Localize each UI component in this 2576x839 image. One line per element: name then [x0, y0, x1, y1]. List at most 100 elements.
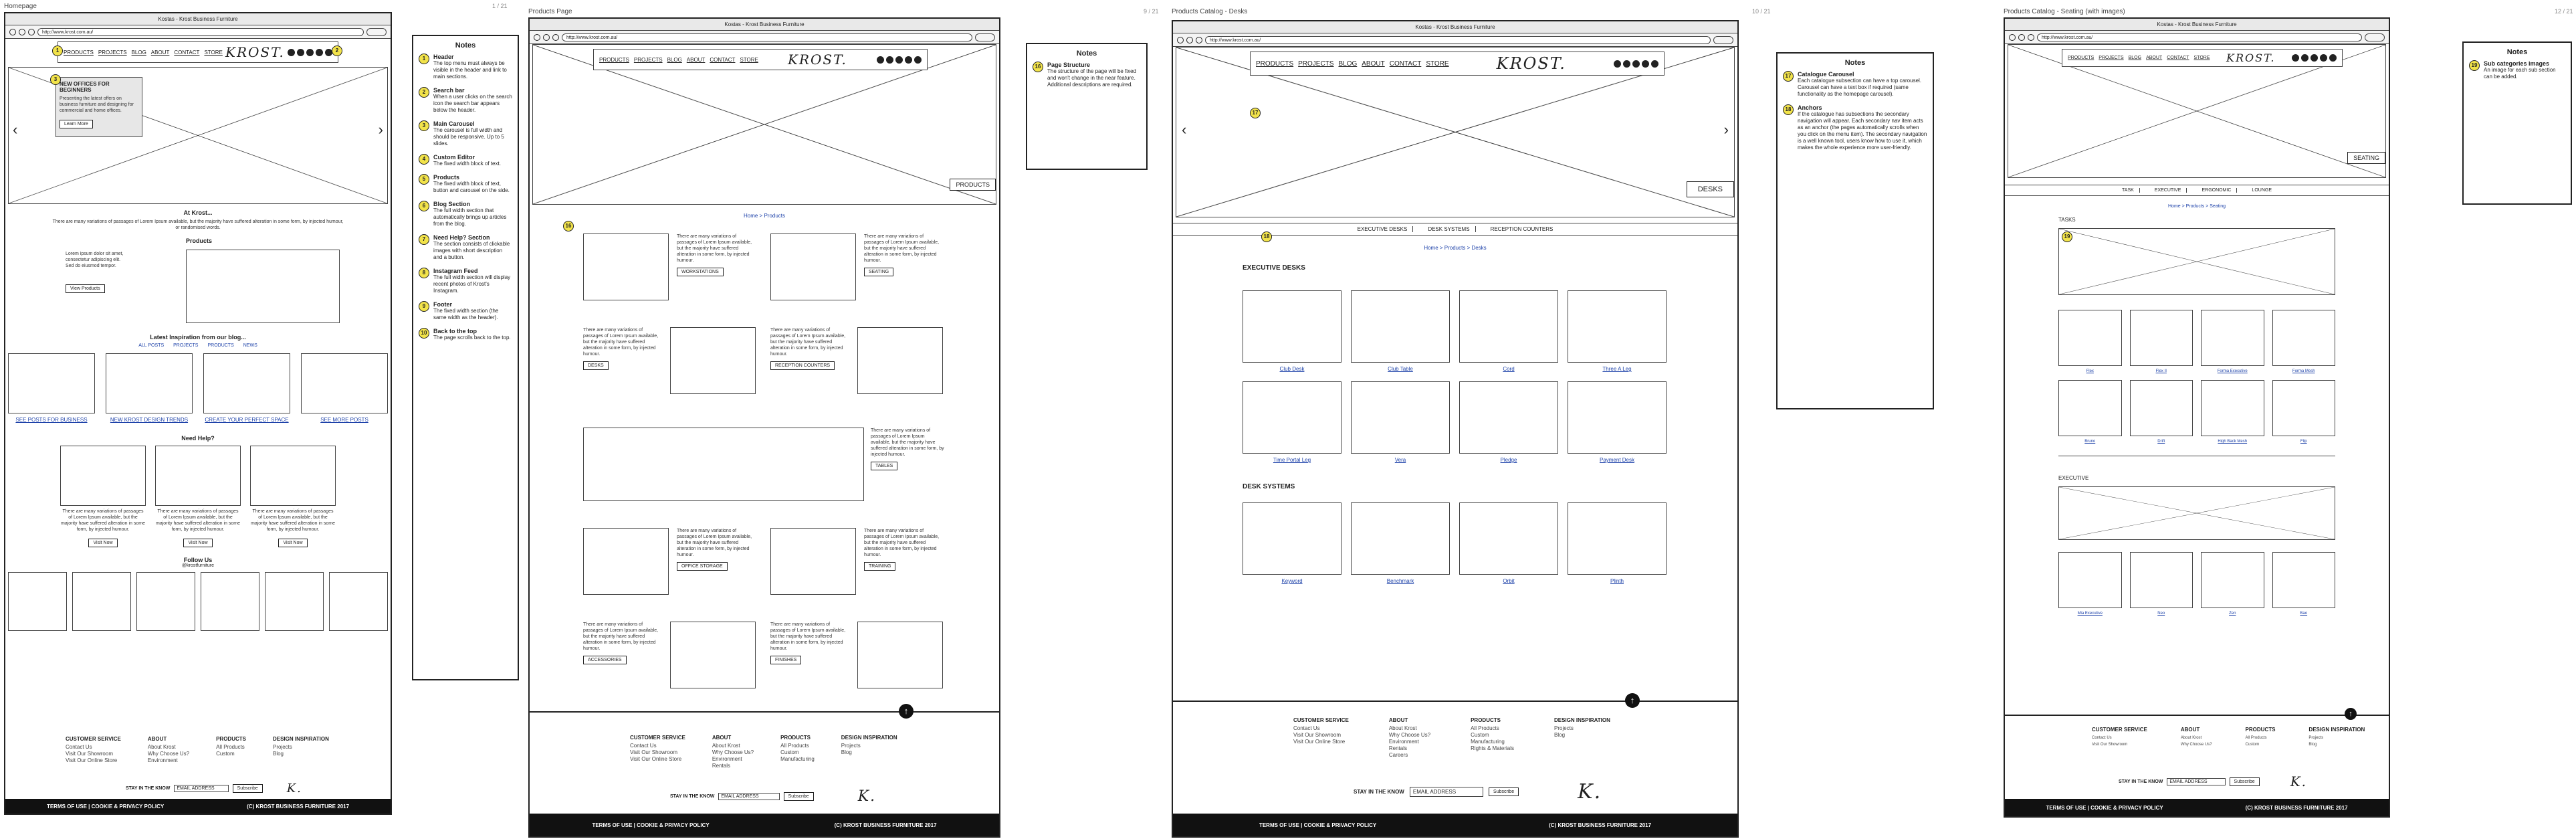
instagram-icon[interactable] — [886, 56, 893, 64]
reload-icon[interactable] — [1196, 36, 1202, 43]
follow-handle[interactable]: @krostfurniture — [182, 563, 214, 568]
blog-tab-news[interactable]: NEWS — [243, 343, 257, 348]
carousel-next-icon[interactable]: › — [1723, 121, 1729, 138]
product-card[interactable]: Club Table — [1351, 290, 1450, 372]
nav-blog[interactable]: BLOG — [1338, 60, 1358, 68]
url-input[interactable]: http://www.krost.com.au/ — [2037, 33, 2362, 41]
back-icon[interactable] — [534, 33, 540, 41]
desks-hero-carousel[interactable]: PRODUCTS PROJECTS BLOG ABOUT CONTACT STO… — [1176, 47, 1735, 217]
product-card[interactable]: Forma Executive — [2201, 310, 2264, 373]
blog-caption[interactable]: NEW KROST DESIGN TRENDS — [110, 417, 189, 423]
subnav-lounge[interactable]: LOUNGE — [2252, 188, 2272, 193]
view-products-button[interactable]: View Products — [66, 284, 105, 293]
product-card[interactable]: Cord — [1459, 290, 1558, 372]
krost-logo[interactable]: KROST. — [225, 44, 285, 60]
product-card[interactable]: Zen — [2201, 552, 2264, 616]
product-card[interactable]: Orbit — [1459, 502, 1558, 584]
instagram-photo[interactable] — [72, 572, 131, 631]
url-input[interactable]: http://www.krost.com.au/ — [1205, 35, 1711, 44]
product-card[interactable]: Time Portal Leg — [1243, 381, 1341, 463]
blog-tab-all[interactable]: ALL POSTS — [138, 343, 165, 348]
subnav-executive[interactable]: EXECUTIVE — [2149, 188, 2187, 193]
nav-about[interactable]: ABOUT — [686, 56, 706, 63]
product-card[interactable]: Flex II — [2129, 310, 2193, 373]
product-card[interactable]: Mia Executive — [2058, 552, 2122, 616]
pinterest-icon[interactable] — [2311, 54, 2318, 62]
instagram-photo[interactable] — [136, 572, 195, 631]
url-input[interactable]: http://www.krost.com.au/ — [37, 27, 364, 36]
product-card[interactable]: Bruno — [2058, 380, 2122, 444]
legal-links[interactable]: TERMS OF USE | COOKIE & PRIVACY POLICY — [46, 803, 165, 810]
nav-contact[interactable]: CONTACT — [710, 56, 736, 63]
pinterest-icon[interactable] — [895, 56, 903, 64]
instagram-photo[interactable] — [201, 572, 259, 631]
category-button-workstations[interactable]: WORKSTATIONS — [677, 268, 724, 276]
home-hero-carousel[interactable]: ‹ › NEW OFFICES FOR BEGINNERS Presenting… — [8, 67, 388, 204]
legal-links[interactable]: TERMS OF USE | COOKIE & PRIVACY POLICY — [1259, 822, 1377, 828]
subnav-task[interactable]: TASK — [2117, 188, 2140, 193]
product-card[interactable]: Payment Desk — [1568, 381, 1667, 463]
nav-projects[interactable]: PROJECTS — [2099, 56, 2124, 60]
facebook-icon[interactable] — [2292, 54, 2299, 62]
email-input[interactable]: EMAIL ADDRESS — [718, 793, 780, 800]
email-input[interactable]: EMAIL ADDRESS — [174, 785, 229, 792]
blog-caption[interactable]: SEE MORE POSTS — [320, 417, 368, 423]
search-icon[interactable] — [1650, 60, 1658, 68]
blog-caption[interactable]: SEE POSTS FOR BUSINESS — [15, 417, 88, 423]
subscribe-button[interactable]: Subscribe — [232, 784, 263, 793]
reload-icon[interactable] — [2028, 33, 2034, 41]
blog-tab-products[interactable]: PRODUCTS — [207, 343, 234, 348]
category-button-finishes[interactable]: FINISHES — [770, 656, 802, 664]
category-button-reception[interactable]: RECEPTION COUNTERS — [770, 361, 835, 370]
nav-products[interactable]: PRODUCTS — [2068, 56, 2095, 60]
krost-logo[interactable]: KROST. — [788, 52, 847, 68]
instagram-photo[interactable] — [265, 572, 324, 631]
nav-projects[interactable]: PROJECTS — [98, 49, 127, 56]
blog-card[interactable]: SEE POSTS FOR BUSINESS — [8, 353, 95, 423]
product-card[interactable]: Neo — [2129, 552, 2193, 616]
nav-contact[interactable]: CONTACT — [1389, 60, 1422, 68]
krost-logo[interactable]: KROST. — [1496, 54, 1566, 73]
subnav-executive-desks[interactable]: EXECUTIVE DESKS — [1352, 226, 1414, 232]
product-card[interactable]: Drift — [2129, 380, 2193, 444]
product-card[interactable]: Benchmark — [1351, 502, 1450, 584]
krost-logo[interactable]: KROST. — [2226, 52, 2276, 64]
reload-icon[interactable] — [552, 33, 559, 41]
legal-links[interactable]: TERMS OF USE | COOKIE & PRIVACY POLICY — [592, 822, 710, 828]
subnav-ergonomic[interactable]: ERGONOMIC — [2196, 188, 2238, 193]
nav-blog[interactable]: BLOG — [2128, 56, 2142, 60]
nav-about[interactable]: ABOUT — [2146, 56, 2163, 60]
nav-products[interactable]: PRODUCTS — [64, 49, 94, 56]
category-button-tables[interactable]: TABLES — [871, 462, 898, 470]
email-input[interactable]: EMAIL ADDRESS — [1409, 787, 1484, 797]
nav-products[interactable]: PRODUCTS — [1256, 60, 1294, 68]
nav-store[interactable]: STORE — [1426, 60, 1449, 68]
subscribe-button[interactable]: Subscribe — [2229, 777, 2260, 786]
email-input[interactable]: EMAIL ADDRESS — [2167, 777, 2226, 785]
back-icon[interactable] — [2009, 33, 2016, 41]
forward-icon[interactable] — [1186, 36, 1193, 43]
facebook-icon[interactable] — [288, 48, 295, 56]
category-button-storage[interactable]: OFFICE STORAGE — [677, 562, 728, 571]
subnav-reception-counters[interactable]: RECEPTION COUNTERS — [1490, 226, 1553, 232]
product-card[interactable]: Plinth — [1568, 502, 1667, 584]
product-card[interactable]: High Back Mesh — [2201, 380, 2264, 444]
product-card[interactable]: Flex — [2058, 310, 2122, 373]
products-carousel[interactable] — [186, 250, 340, 323]
carousel-prev-icon[interactable]: ‹ — [13, 121, 18, 138]
category-image[interactable] — [670, 622, 756, 688]
pinterest-icon[interactable] — [1632, 60, 1640, 68]
linkedin-icon[interactable] — [905, 56, 912, 64]
url-input[interactable]: http://www.krost.com.au/ — [562, 33, 972, 41]
help-card[interactable]: There are many variations of passages of… — [250, 446, 336, 547]
category-image[interactable] — [670, 327, 756, 394]
promo-button[interactable]: Learn More — [60, 120, 93, 128]
facebook-icon[interactable] — [877, 56, 884, 64]
category-button-seating[interactable]: SEATING — [864, 268, 894, 276]
help-card[interactable]: There are many variations of passages of… — [155, 446, 241, 547]
browser-menu-icon[interactable] — [1713, 35, 1733, 44]
category-image[interactable] — [857, 327, 943, 394]
search-icon[interactable] — [2329, 54, 2337, 62]
breadcrumb[interactable]: Home > Products > Desks — [1424, 245, 1487, 251]
linkedin-icon[interactable] — [1641, 60, 1649, 68]
